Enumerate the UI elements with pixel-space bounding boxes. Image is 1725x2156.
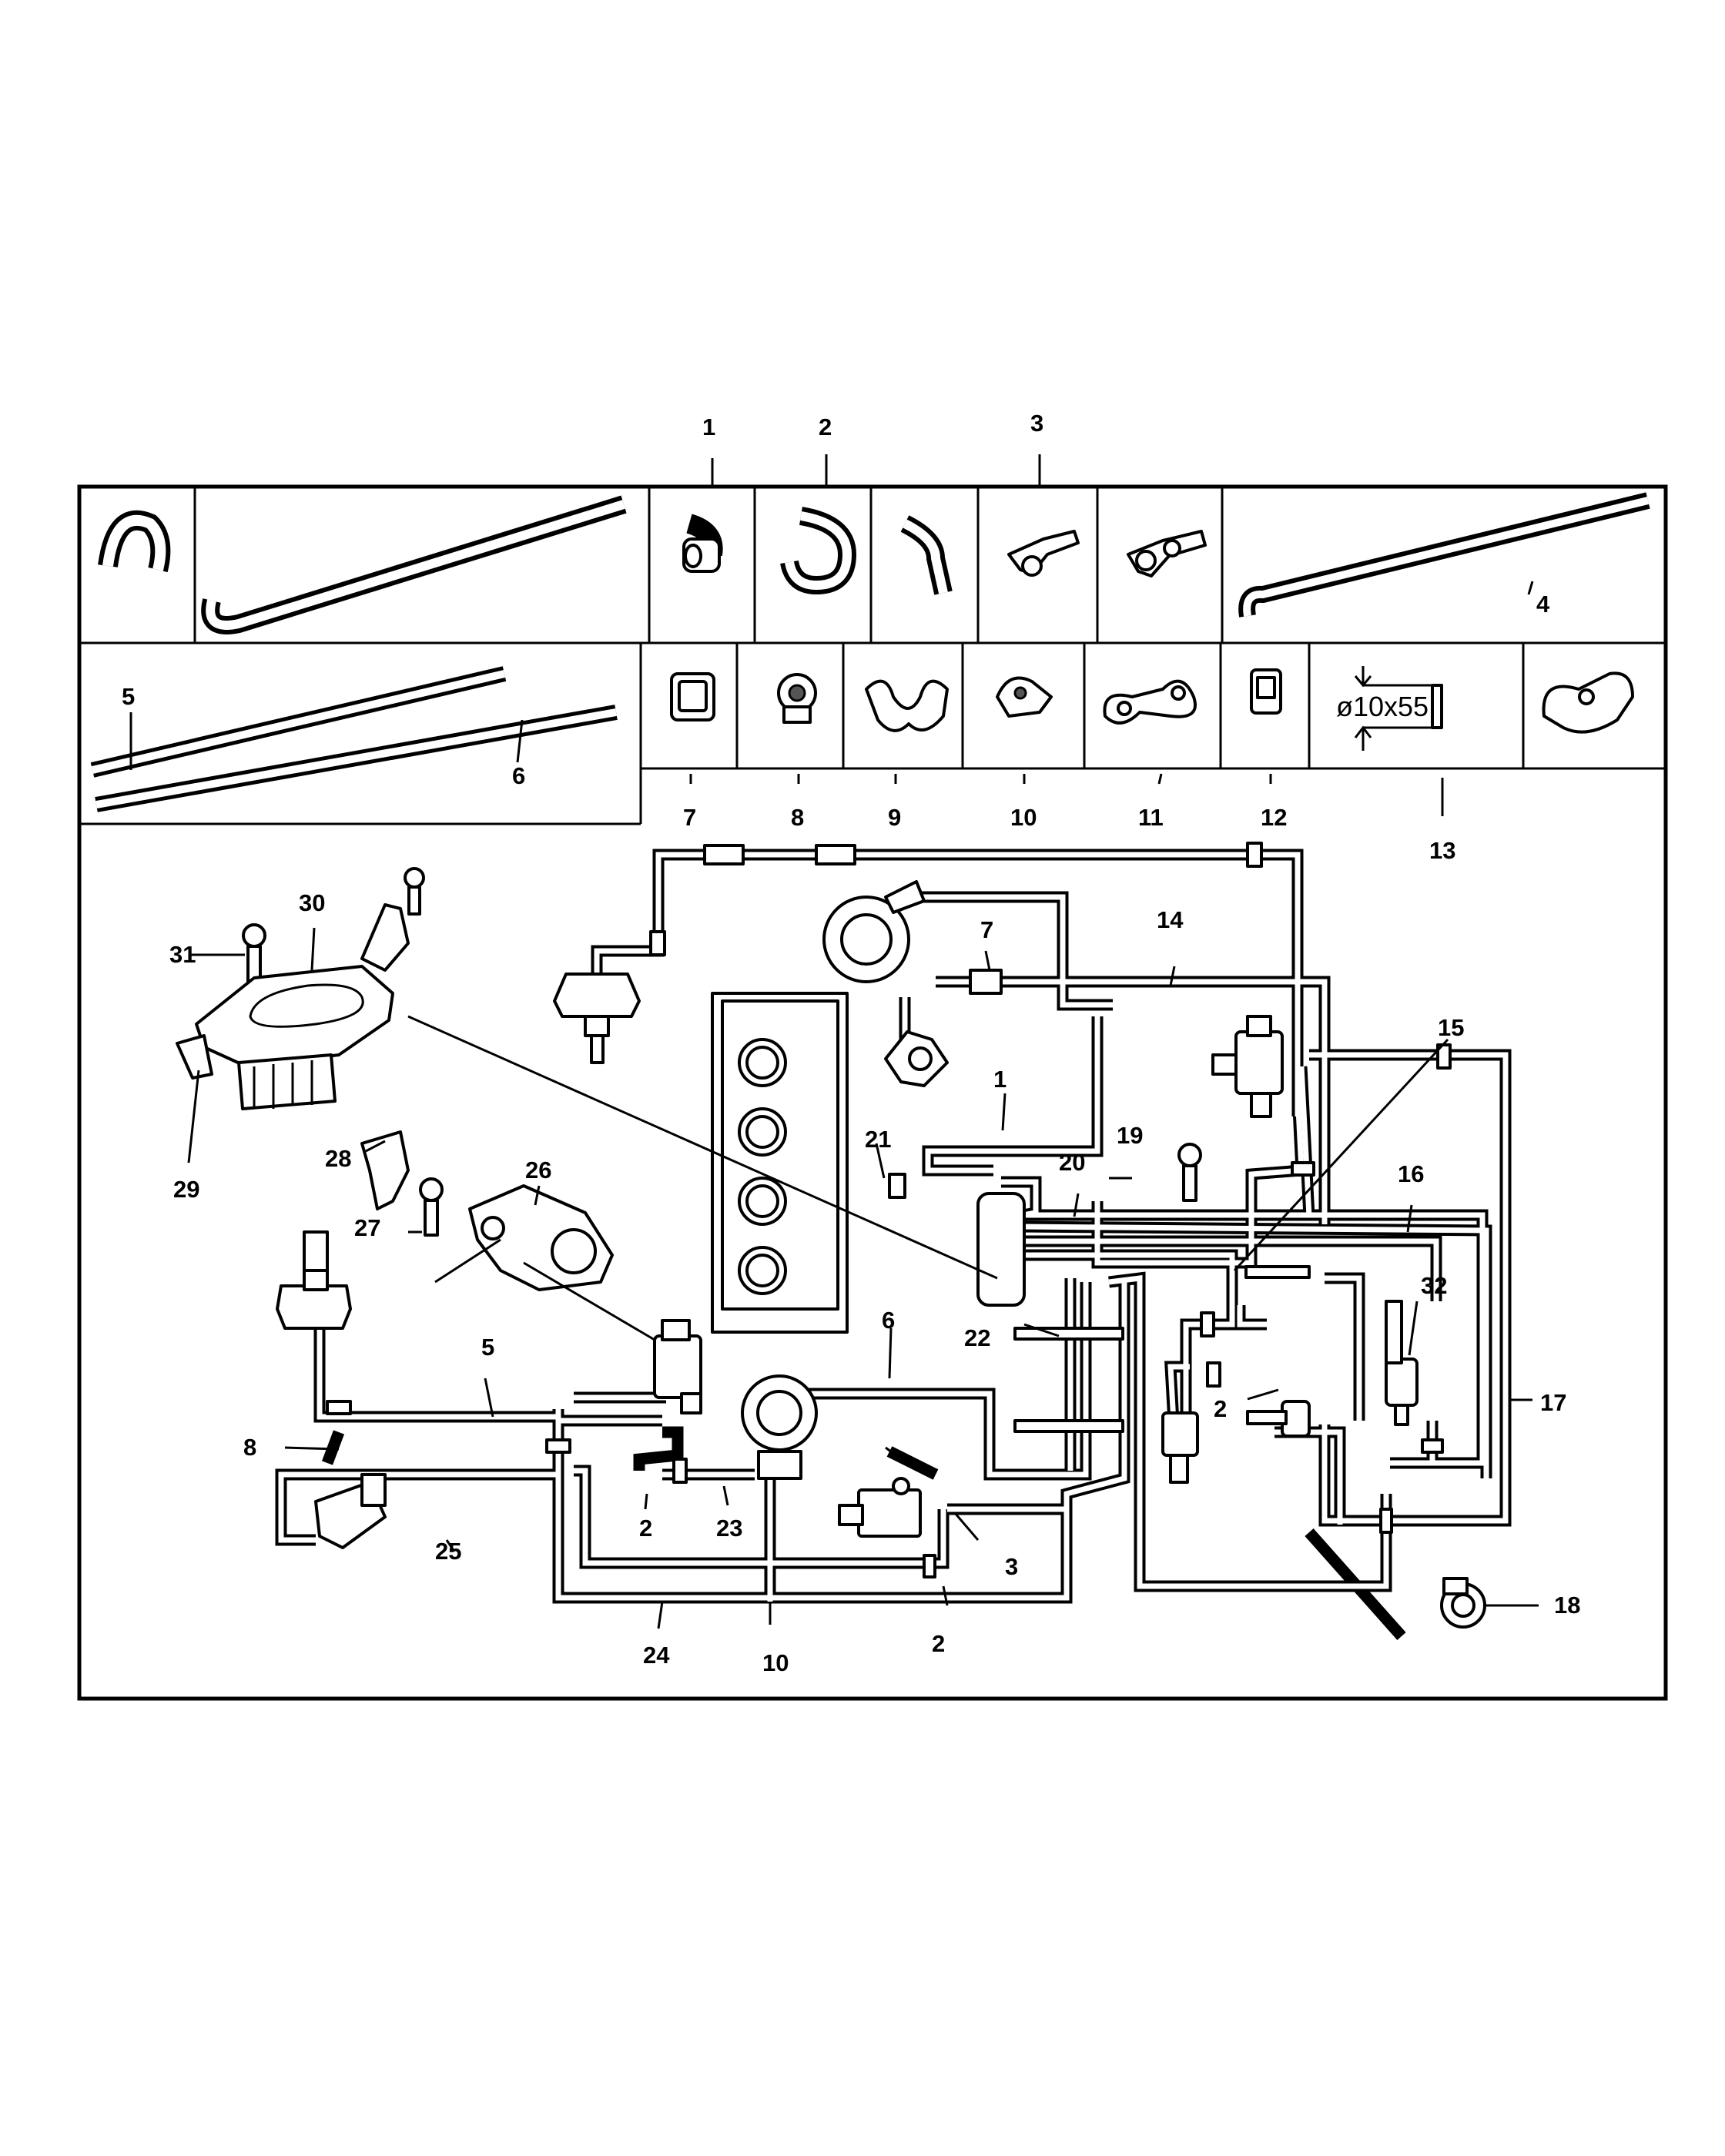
clip-8-icon — [777, 673, 817, 724]
vacuum-pump-icon — [314, 1473, 387, 1549]
engine-block-icon — [711, 992, 849, 1334]
egr-valve-top-icon — [822, 880, 926, 983]
callout-2: 2 — [819, 413, 832, 440]
pressure-sensor-18-icon — [1440, 1577, 1486, 1629]
top-leaders — [129, 454, 1534, 816]
clip-11-icon — [1103, 679, 1197, 725]
clip-icon — [670, 672, 715, 721]
callout-diagram-27: 27 — [354, 1214, 380, 1241]
callout-diagram-6: 6 — [882, 1307, 895, 1334]
callout-diagram-31: 31 — [169, 941, 196, 968]
callout-diagram-17: 17 — [1540, 1389, 1566, 1416]
callout-4: 4 — [1536, 591, 1550, 618]
callout-diagram-18: 18 — [1554, 1592, 1580, 1619]
callout-9: 9 — [888, 804, 901, 831]
callout-diagram-14: 14 — [1157, 906, 1184, 933]
callout-12: 12 — [1261, 804, 1287, 831]
callout-8: 8 — [791, 804, 804, 831]
long-hose-4 — [1238, 492, 1650, 618]
diagram-leaders — [187, 927, 1539, 1629]
solenoid-32-icon — [1385, 1300, 1419, 1426]
callout-13: 13 — [1429, 837, 1455, 864]
callout-diagram-29: 29 — [173, 1176, 199, 1203]
control-module-icon — [176, 965, 394, 1110]
callout-diagram-23: 23 — [716, 1515, 742, 1542]
callout-1: 1 — [702, 413, 715, 440]
callout-3: 3 — [1030, 410, 1043, 437]
clip-12-icon — [1250, 668, 1282, 715]
sensor-23-icon — [838, 1477, 922, 1538]
egr-valve-center-icon — [741, 1374, 818, 1480]
callout-diagram-26: 26 — [525, 1157, 551, 1183]
callout-diagram-2c: 2 — [1214, 1395, 1227, 1422]
diagram-callouts: 7 1 14 15 16 20 19 21 32 17 2 22 6 3 18 … — [169, 889, 1580, 1676]
clip-10-icon — [996, 676, 1053, 718]
canister-20-icon — [976, 1192, 1026, 1307]
clip-9-icon — [865, 679, 949, 732]
parts-catalog-grid — [77, 484, 1668, 1701]
bolt-icon — [242, 867, 1202, 1237]
solenoid-valve-icon — [1211, 1015, 1284, 1118]
hose-crossbars — [1013, 1265, 1311, 1433]
callout-11: 11 — [1138, 804, 1164, 831]
throttle-body-26-icon — [468, 1184, 614, 1291]
callout-diagram-24: 24 — [643, 1642, 670, 1669]
long-hose-5-8 — [201, 495, 627, 634]
cross-connector-icon — [1127, 530, 1207, 578]
callout-5: 5 — [122, 683, 135, 710]
callout-diagram-25: 25 — [435, 1538, 461, 1565]
hose-elbow-icon — [98, 510, 171, 573]
callout-diagram-3: 3 — [1005, 1553, 1018, 1580]
callout-diagram-1: 1 — [993, 1066, 1007, 1093]
callout-diagram-2b: 2 — [932, 1630, 945, 1657]
callout-diagram-16: 16 — [1398, 1160, 1424, 1187]
callout-diagram-7: 7 — [980, 916, 993, 943]
callout-diagram-8: 8 — [243, 1434, 256, 1461]
bracket-28-icon — [360, 1130, 410, 1210]
check-valve-right-icon — [1246, 1400, 1311, 1438]
callout-diagram-21: 21 — [865, 1126, 891, 1153]
top-callouts: 1 2 3 4 5 6 7 8 9 10 11 12 13 — [122, 410, 1550, 864]
callout-7: 7 — [683, 804, 696, 831]
dimension-13: ø10x55 — [1336, 666, 1443, 751]
clip-13b-icon — [1542, 671, 1634, 734]
callout-diagram-28: 28 — [325, 1145, 351, 1172]
callout-diagram-5: 5 — [481, 1334, 494, 1361]
callout-diagram-15: 15 — [1438, 1014, 1464, 1041]
check-valve-icon — [884, 1030, 949, 1087]
callout-diagram-19: 19 — [1117, 1122, 1143, 1149]
callout-diagram-32: 32 — [1421, 1272, 1447, 1299]
dimension-label: ø10x55 — [1336, 691, 1429, 722]
vacuum-actuator-left-icon — [276, 1230, 352, 1330]
callout-diagram-22: 22 — [964, 1324, 990, 1351]
vacuum-switch-right-icon — [1161, 1411, 1199, 1484]
callout-diagram-2a: 2 — [639, 1515, 652, 1542]
hose-sleeve-icon — [682, 514, 723, 573]
vacuum-actuator-icon — [553, 973, 641, 1064]
callout-10: 10 — [1010, 804, 1037, 831]
callout-diagram-20: 20 — [1059, 1149, 1085, 1176]
callout-diagram-30: 30 — [299, 889, 325, 916]
tee-connector-icon — [1007, 530, 1080, 577]
straight-hoses-5-6 — [90, 666, 618, 812]
bracket-top-icon — [360, 903, 410, 972]
solenoid-valve-center-icon — [653, 1319, 702, 1414]
hose-couplers — [326, 842, 1452, 1578]
callout-diagram-10: 10 — [762, 1649, 789, 1676]
callout-6: 6 — [512, 762, 525, 789]
hose-bend-icon — [900, 515, 953, 595]
hose-loop-icon — [780, 507, 857, 595]
